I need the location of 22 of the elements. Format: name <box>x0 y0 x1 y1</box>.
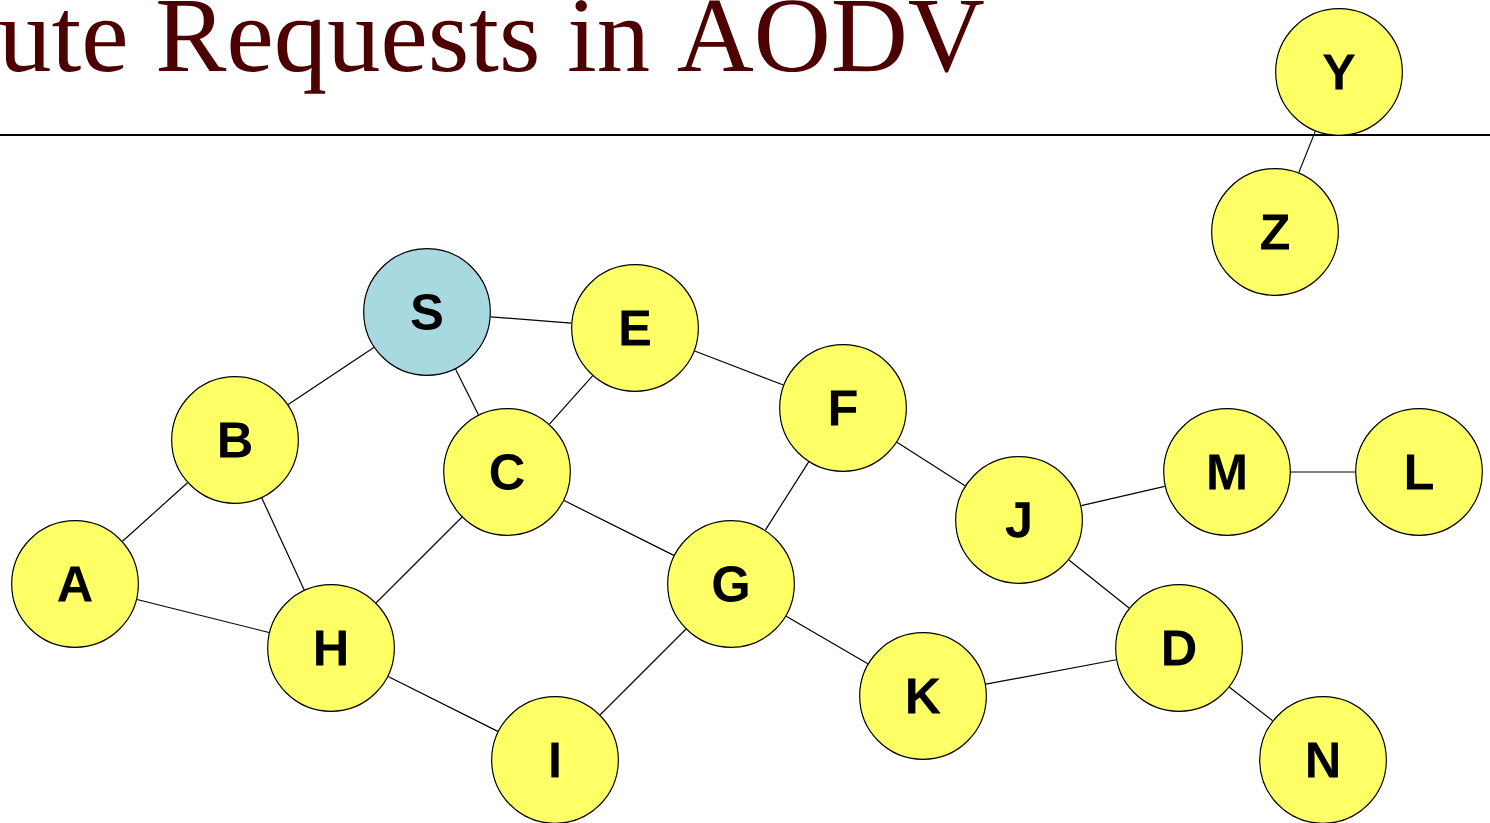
link-line <box>1228 686 1274 722</box>
link-line <box>764 461 810 531</box>
link-line <box>985 659 1117 685</box>
link-line <box>548 375 594 425</box>
link-line <box>563 499 675 556</box>
slide-title: ute Requests in AODV <box>0 0 984 94</box>
link-line <box>1080 485 1166 507</box>
link-line <box>896 441 966 487</box>
link-line <box>261 497 305 591</box>
link-line <box>785 615 869 665</box>
link-line <box>1298 130 1316 174</box>
link-line <box>694 350 784 386</box>
link-line <box>455 368 480 416</box>
link-line <box>387 676 499 732</box>
link-line <box>375 516 463 604</box>
link-line <box>599 628 687 716</box>
link-line <box>287 346 375 406</box>
link-line <box>1068 559 1130 609</box>
link-line <box>121 482 189 542</box>
link-line <box>490 316 572 324</box>
link-line <box>1290 471 1356 473</box>
link-line <box>136 598 270 634</box>
